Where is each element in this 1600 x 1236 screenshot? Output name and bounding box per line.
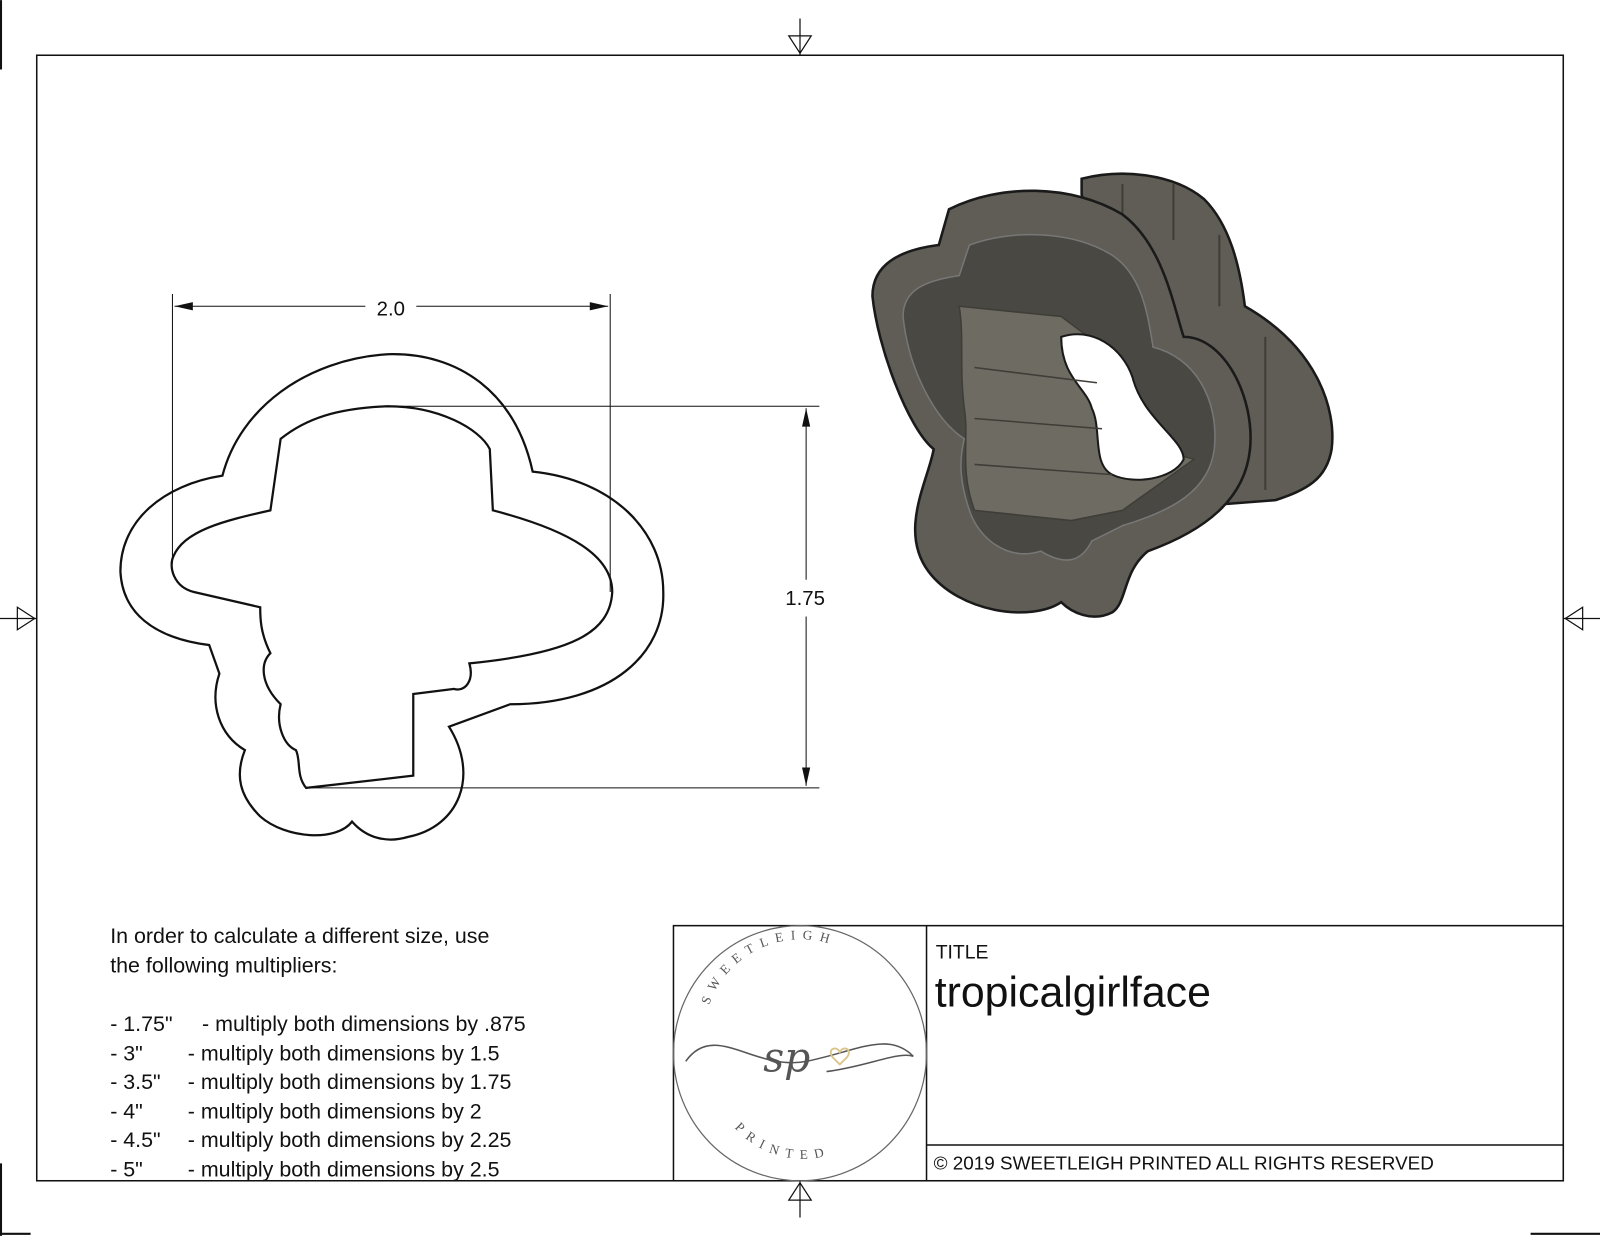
notes-intro-line2: the following multipliers: <box>110 954 337 978</box>
multiplier-text: - multiply both dimensions by 1.75 <box>188 1070 512 1094</box>
cutter-outer-outline <box>119 353 665 841</box>
multiplier-size: - 5" <box>110 1158 143 1182</box>
centering-mark-right <box>1563 606 1600 631</box>
svg-text:SWEETLEIGH: SWEETLEIGH <box>698 927 839 1006</box>
multiplier-text: - multiply both dimensions by 2.25 <box>188 1128 512 1152</box>
svg-text:PRINTED: PRINTED <box>732 1119 832 1162</box>
sweetleigh-printed-logo: SWEETLEIGH PRINTED sp <box>672 925 928 1182</box>
multiplier-text: - multiply both dimensions by 2 <box>188 1100 482 1124</box>
multiplier-text: - multiply both dimensions by 1.5 <box>188 1041 500 1065</box>
multiplier-row: - 4.5" - multiply both dimensions by 2.2… <box>110 1128 511 1152</box>
cutter-inner-outline <box>170 405 614 790</box>
size-multiplier-notes: In order to calculate a different size, … <box>110 924 525 1182</box>
multiplier-row: - 4" - multiply both dimensions by 2 <box>110 1100 481 1124</box>
multiplier-row: - 3.5" - multiply both dimensions by 1.7… <box>110 1070 511 1094</box>
multiplier-text: - multiply both dimensions by 2.5 <box>188 1158 500 1182</box>
multiplier-text: - multiply both dimensions by .875 <box>202 1012 526 1036</box>
centering-mark-top <box>787 18 813 56</box>
multiplier-row: - 5" - multiply both dimensions by 2.5 <box>110 1158 499 1182</box>
notes-intro-line1: In order to calculate a different size, … <box>110 924 489 948</box>
title-label: TITLE <box>936 941 989 963</box>
heart-icon <box>829 1047 850 1066</box>
multiplier-size: - 4" <box>110 1100 143 1124</box>
multiplier-row: - 3" - multiply both dimensions by 1.5 <box>110 1041 499 1065</box>
width-dimension-label: 2.0 <box>377 298 405 320</box>
centering-mark-left <box>0 606 37 631</box>
multiplier-size: - 1.75" <box>110 1012 172 1036</box>
svg-text:sp: sp <box>763 1034 810 1082</box>
drawing-title: tropicalgirlface <box>935 968 1211 1016</box>
centering-mark-bottom <box>787 1180 813 1218</box>
copyright-notice: © 2019 SWEETLEIGH PRINTED ALL RIGHTS RES… <box>934 1153 1434 1174</box>
dimension-height: 1.75 <box>306 405 825 789</box>
multiplier-size: - 3" <box>110 1041 143 1065</box>
cutter-3d-render <box>871 172 1334 618</box>
multiplier-size: - 4.5" <box>110 1128 160 1152</box>
multiplier-row: - 1.75" - multiply both dimensions by .8… <box>110 1012 525 1036</box>
dimension-width: 2.0 <box>171 294 611 592</box>
multiplier-size: - 3.5" <box>110 1070 160 1094</box>
height-dimension-label: 1.75 <box>785 588 825 610</box>
